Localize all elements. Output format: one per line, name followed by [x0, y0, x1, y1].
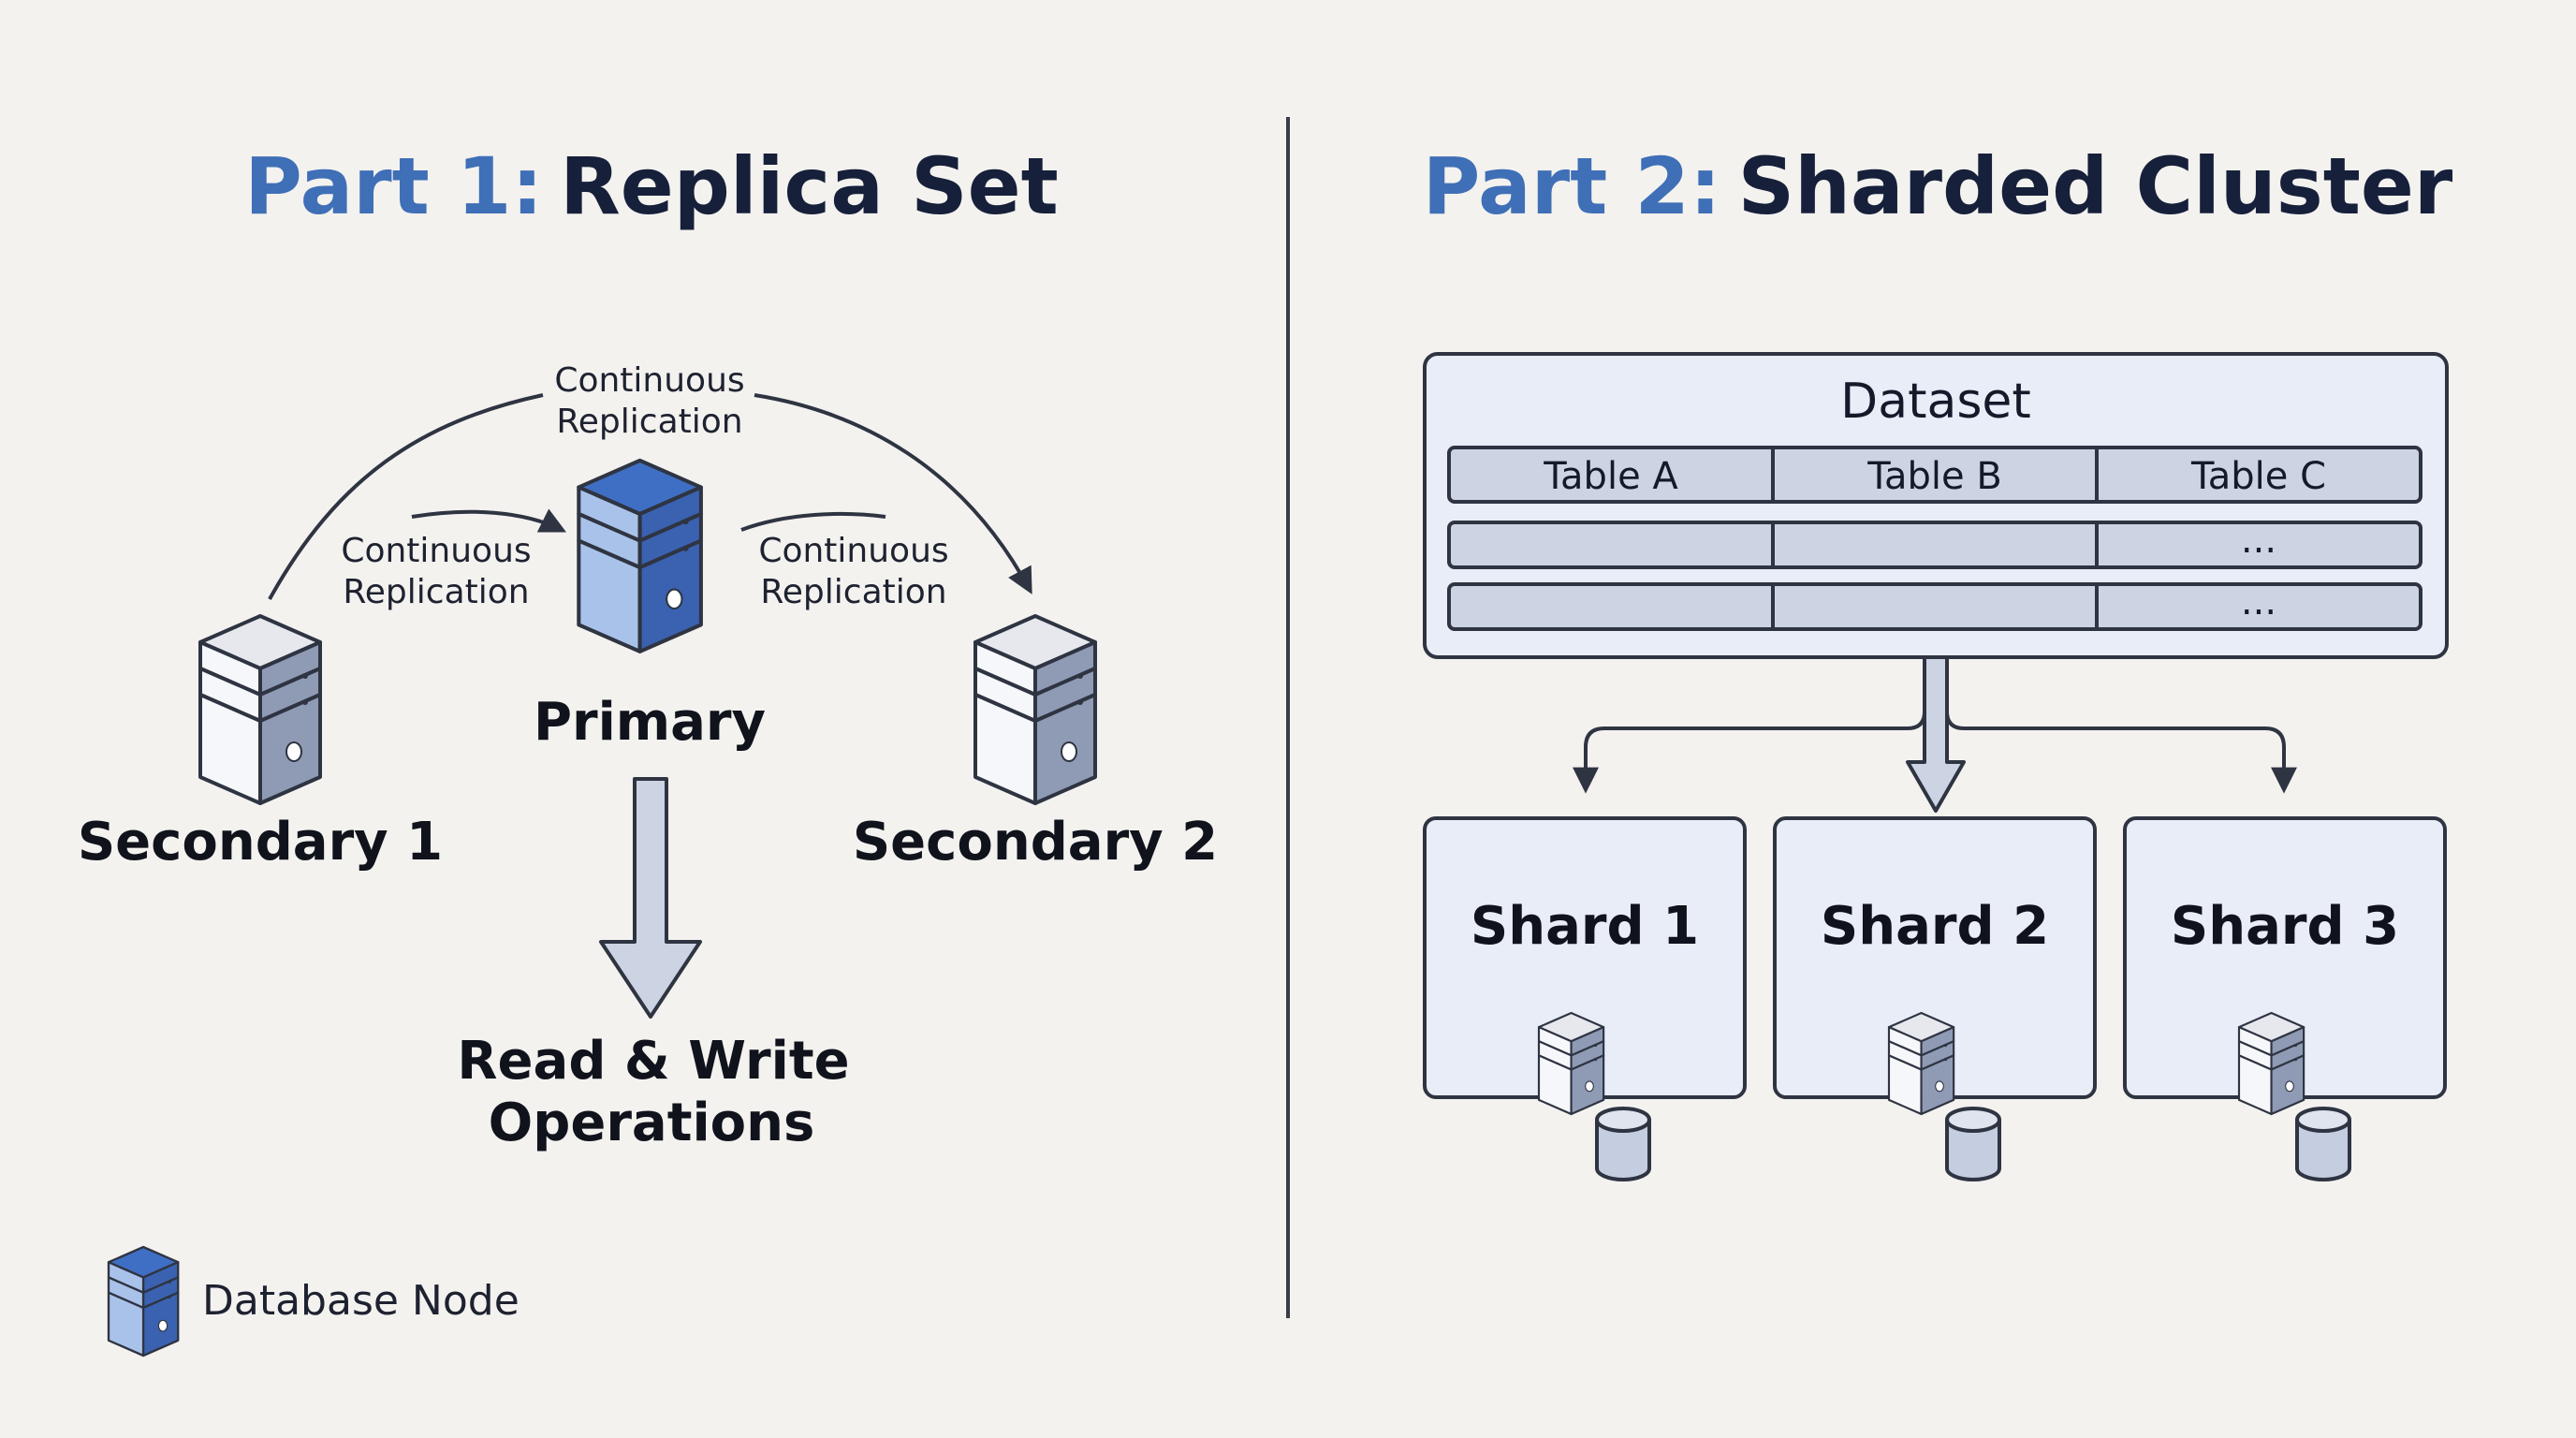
part1-prefix: Part 1: — [244, 140, 543, 232]
part1-title: Part 1:Replica Set — [244, 140, 1059, 232]
shard-3-server-icon — [2237, 1011, 2305, 1116]
table-header-row — [1447, 446, 2422, 504]
shard-1: Shard 1 — [1423, 816, 1747, 1181]
shard-3: Shard 3 — [2123, 816, 2447, 1181]
primary-label: Primary — [534, 692, 766, 753]
operations-label-line2: Operations — [489, 1093, 815, 1153]
shard-1-label: Shard 1 — [1471, 896, 1699, 957]
inner-arc-left — [411, 508, 567, 533]
shard-1-database-icon — [1595, 1107, 1651, 1181]
connector-to-shard3 — [1945, 657, 2297, 794]
shard-3-database-icon — [2295, 1107, 2351, 1181]
dataset-table: Table A Table B Table C ... ... — [1447, 446, 2422, 631]
replication-label-top-line1: Continuous — [554, 361, 744, 400]
connector-to-shard1 — [1573, 657, 1926, 794]
part1-title-text: Replica Set — [560, 140, 1059, 232]
table-row — [1447, 582, 2422, 631]
part2-title-text: Sharded Cluster — [1738, 140, 2453, 232]
shard-2-database-icon — [1945, 1107, 2001, 1181]
part2-prefix: Part 2: — [1423, 140, 1721, 232]
secondary2-server-icon — [973, 614, 1097, 805]
outer-arc-left — [268, 393, 544, 600]
inner-arc-right — [740, 511, 886, 532]
table-a-header: Table A — [1543, 455, 1678, 498]
connector-to-shard2 — [1906, 655, 1966, 813]
replication-label-right-line2: Replication — [760, 573, 946, 611]
replication-label-left-line1: Continuous — [341, 532, 531, 570]
part2-title: Part 2:Sharded Cluster — [1423, 140, 2453, 232]
legend-database-node-icon — [107, 1245, 180, 1357]
row3-ellipsis: ... — [2241, 580, 2276, 624]
secondary1-label: Secondary 1 — [78, 812, 443, 873]
row2-ellipsis: ... — [2241, 519, 2276, 562]
primary-server-icon — [578, 461, 701, 652]
replication-label-top-line2: Replication — [556, 403, 742, 441]
operations-label-line1: Read & Write — [457, 1031, 849, 1092]
shard-2-server-icon — [1887, 1011, 1955, 1116]
replication-label-right-line1: Continuous — [758, 532, 948, 570]
secondary2-label: Secondary 2 — [853, 812, 1218, 873]
replication-label-left-line2: Replication — [343, 573, 529, 611]
table-b-header: Table B — [1866, 455, 2002, 498]
shard-3-label: Shard 3 — [2171, 896, 2399, 957]
shard-2: Shard 2 — [1773, 816, 2097, 1181]
shard-1-server-icon — [1537, 1011, 1605, 1116]
legend-label: Database Node — [202, 1277, 520, 1325]
dataset-title: Dataset — [1840, 374, 2031, 430]
table-row — [1447, 521, 2422, 569]
outer-arc-right — [754, 393, 1032, 594]
secondary1-server-icon — [198, 614, 322, 805]
shard-2-label: Shard 2 — [1821, 896, 2049, 957]
operations-arrow — [599, 777, 702, 1019]
table-c-header: Table C — [2190, 455, 2326, 498]
